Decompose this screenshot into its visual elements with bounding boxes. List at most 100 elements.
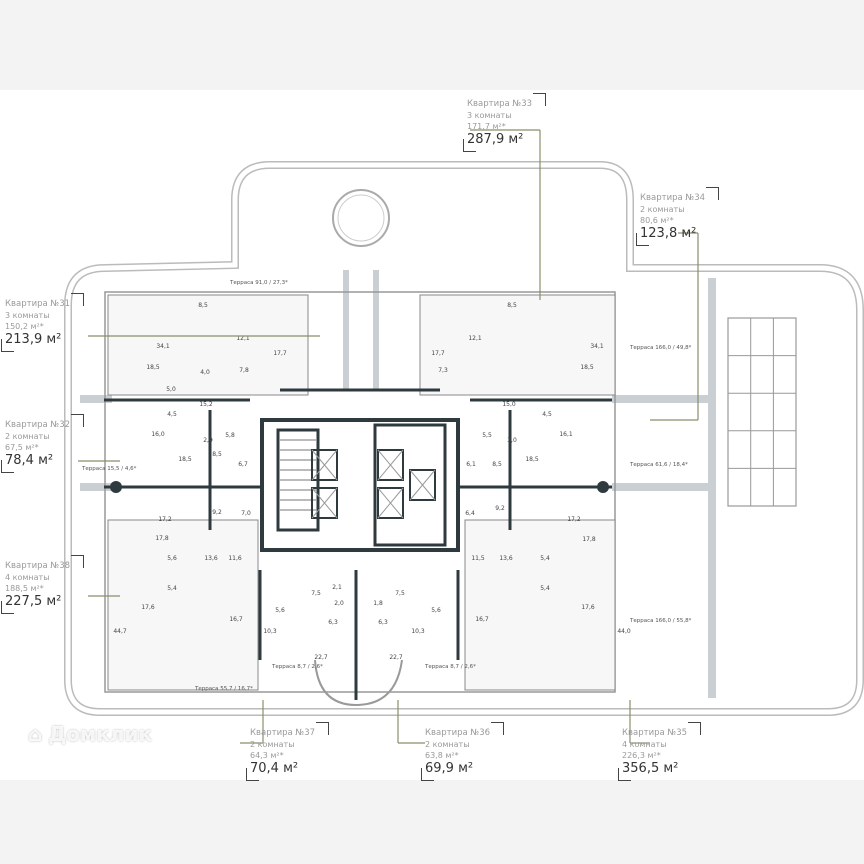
room-area-label: 6,3	[378, 619, 388, 626]
apartment-label-35[interactable]: Квартира №35 4 комнаты 226,3 м²*356,5 м²	[618, 722, 702, 781]
terrace-label: Терраса 55,7 / 16,7*	[194, 686, 253, 692]
planter	[373, 270, 379, 390]
apartment-title: Квартира №32	[5, 420, 71, 430]
room-area-label: 10,3	[411, 628, 425, 635]
apartment-title: Квартира №37	[250, 728, 316, 738]
watermark: ⌂ Домклик	[28, 722, 152, 746]
corner-bracket	[71, 293, 85, 306]
corner-bracket	[533, 93, 547, 106]
apartment-label-33[interactable]: Квартира №33 3 комнаты 171,7 м²*287,9 м²	[463, 93, 547, 152]
apartment-rooms: 3 комнаты	[5, 311, 50, 320]
terrace-label: Терраса 91,0 / 27,3*	[229, 280, 288, 286]
apartment-total-area: 213,9 м²	[5, 332, 62, 347]
room-area-label: 5,0	[166, 386, 176, 393]
apartment-total-area: 70,4 м²	[250, 761, 299, 776]
elevator-cross	[409, 469, 436, 501]
apartment-total-area: 227,5 м²	[5, 594, 62, 609]
watermark-text: Домклик	[48, 722, 153, 746]
room-area-label: 34,1	[590, 343, 604, 350]
apartment-label-37[interactable]: Квартира №37 2 комнаты 64,3 м²*70,4 м²	[246, 722, 330, 781]
elevator	[311, 449, 338, 481]
corner-bracket	[1, 460, 14, 473]
room-area-label: 4,5	[167, 411, 177, 418]
room-area-label: 13,6	[204, 555, 218, 562]
room-area-label: 6,4	[465, 510, 475, 517]
room-area-label: 17,6	[141, 604, 155, 611]
room-area-label: 2,0	[334, 600, 344, 607]
apartment-title: Квартира №35	[622, 728, 688, 738]
apartment-title: Квартира №34	[640, 193, 706, 203]
apartment-rooms: 2 комнаты	[5, 432, 50, 441]
room-area-label: 7,5	[395, 590, 405, 597]
terrace-label: Терраса 166,0 / 49,8*	[629, 345, 692, 351]
apartment-living-area: 226,3 м²*	[622, 751, 661, 760]
apartment-living-area: 64,3 м²*	[250, 751, 284, 760]
room-area-label: 5,6	[167, 555, 177, 562]
apartment-living-area: 171,7 м²*	[467, 122, 506, 131]
corner-bracket	[421, 768, 434, 781]
room-area-label: 34,1	[156, 343, 170, 350]
room-area-label: 11,6	[228, 555, 242, 562]
room-area-label: 22,7	[389, 654, 403, 661]
room-area-label: 16,1	[559, 431, 573, 438]
apartment-total-area: 287,9 м²	[467, 132, 524, 147]
room-area-label: 15,0	[502, 401, 516, 408]
corner-bracket	[491, 722, 505, 735]
pool	[727, 317, 797, 507]
apartment-rooms: 2 комнаты	[250, 740, 295, 749]
planter	[612, 395, 708, 403]
room-area-label: 11,5	[471, 555, 485, 562]
room-area-label: 8,5	[212, 451, 222, 458]
room-area-label: 1,8	[373, 600, 383, 607]
corner-bracket	[246, 768, 259, 781]
corner-bracket	[71, 414, 85, 427]
apartment-title: Квартира №33	[467, 99, 533, 109]
room-area-label: 16,0	[151, 431, 165, 438]
apartment-total-area: 123,8 м²	[640, 226, 697, 241]
room-area-label: 10,3	[263, 628, 277, 635]
planter	[80, 483, 112, 491]
apartment-living-area: 63,8 м²*	[425, 751, 459, 760]
apartment-rooms: 3 комнаты	[467, 111, 512, 120]
apartment-total-area: 69,9 м²	[425, 761, 474, 776]
apartment-rooms: 2 комнаты	[425, 740, 470, 749]
room-area-label: 5,6	[431, 607, 441, 614]
elevator-cross	[377, 487, 404, 519]
apartment-title: Квартира №31	[5, 299, 71, 309]
bay-window	[314, 659, 403, 707]
room-area-label: 8,5	[492, 461, 502, 468]
room-area-label: 13,6	[499, 555, 513, 562]
apartment-rooms: 4 комнаты	[622, 740, 667, 749]
room-area-label: 16,7	[229, 616, 243, 623]
corner-bracket	[463, 139, 476, 152]
corner-bracket	[316, 722, 330, 735]
room-area-label: 4,0	[200, 369, 210, 376]
round-skylight-inner	[337, 194, 385, 242]
room-area-label: 3,0	[507, 437, 517, 444]
room-area-label: 9,2	[495, 505, 505, 512]
room-area-label: 5,6	[275, 607, 285, 614]
apartment-title: Квартира №38	[5, 561, 71, 571]
apartment-total-area: 356,5 м²	[622, 761, 679, 776]
elevator-cross	[311, 487, 338, 519]
house-logo-icon: ⌂	[28, 722, 43, 746]
room-area-label: 4,5	[542, 411, 552, 418]
room-area-label: 44,0	[617, 628, 631, 635]
planter	[80, 395, 112, 403]
room-area-label: 6,7	[238, 461, 248, 468]
room-area-label: 7,5	[311, 590, 321, 597]
corner-bracket	[1, 339, 14, 352]
terrace-label: Терраса 166,0 / 55,8*	[629, 618, 692, 624]
room-area-label: 15,2	[199, 401, 213, 408]
lift-shaft	[373, 423, 447, 547]
elevator-cross	[311, 449, 338, 481]
room-area-label: 12,1	[468, 335, 482, 342]
room-area-label: 8,5	[507, 302, 517, 309]
core-outline	[260, 418, 460, 552]
